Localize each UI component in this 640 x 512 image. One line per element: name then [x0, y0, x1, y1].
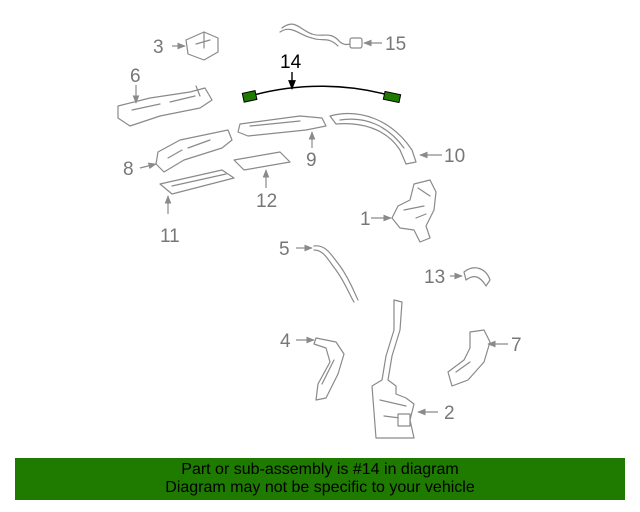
- callout-3: 3: [153, 37, 164, 58]
- callout-5: 5: [279, 239, 290, 260]
- part-3-bracket: [185, 31, 219, 61]
- part-7-bracket: [447, 329, 491, 387]
- callout-8: 8: [123, 159, 134, 180]
- part-10-curved-member: [329, 113, 417, 165]
- callout-1: 1: [360, 209, 371, 230]
- callout-4: 4: [280, 331, 291, 352]
- part-2-latch-assembly: [371, 299, 415, 439]
- part-14-cable: [241, 85, 402, 104]
- part-5-rod: [313, 245, 359, 303]
- callout-7: 7: [511, 335, 522, 356]
- part-15-wire-harness: [279, 23, 363, 49]
- callout-9: 9: [306, 150, 317, 171]
- banner-line-1: Part or sub-assembly is #14 in diagram: [181, 461, 459, 478]
- part-1-mechanism: [391, 179, 437, 243]
- callout-14: 14: [280, 52, 302, 73]
- callout-12: 12: [256, 191, 277, 212]
- part-11-panel: [159, 169, 235, 195]
- banner-line-2: Diagram may not be specific to your vehi…: [165, 479, 475, 496]
- callout-13: 13: [424, 267, 445, 288]
- leader-8: [139, 162, 157, 170]
- callout-2: 2: [444, 403, 455, 424]
- part-6-bracket: [117, 85, 213, 127]
- part-4-bracket-arm: [313, 337, 345, 401]
- part-9-rail: [237, 115, 327, 137]
- part-13-clip: [463, 267, 491, 287]
- part-12-panel: [233, 151, 291, 171]
- info-banner: Part or sub-assembly is #14 in diagram D…: [15, 458, 625, 500]
- callout-15: 15: [385, 34, 406, 55]
- callout-6: 6: [130, 66, 141, 87]
- part-8-bracket: [155, 129, 233, 173]
- callout-11: 11: [160, 226, 180, 247]
- callout-10: 10: [444, 146, 465, 167]
